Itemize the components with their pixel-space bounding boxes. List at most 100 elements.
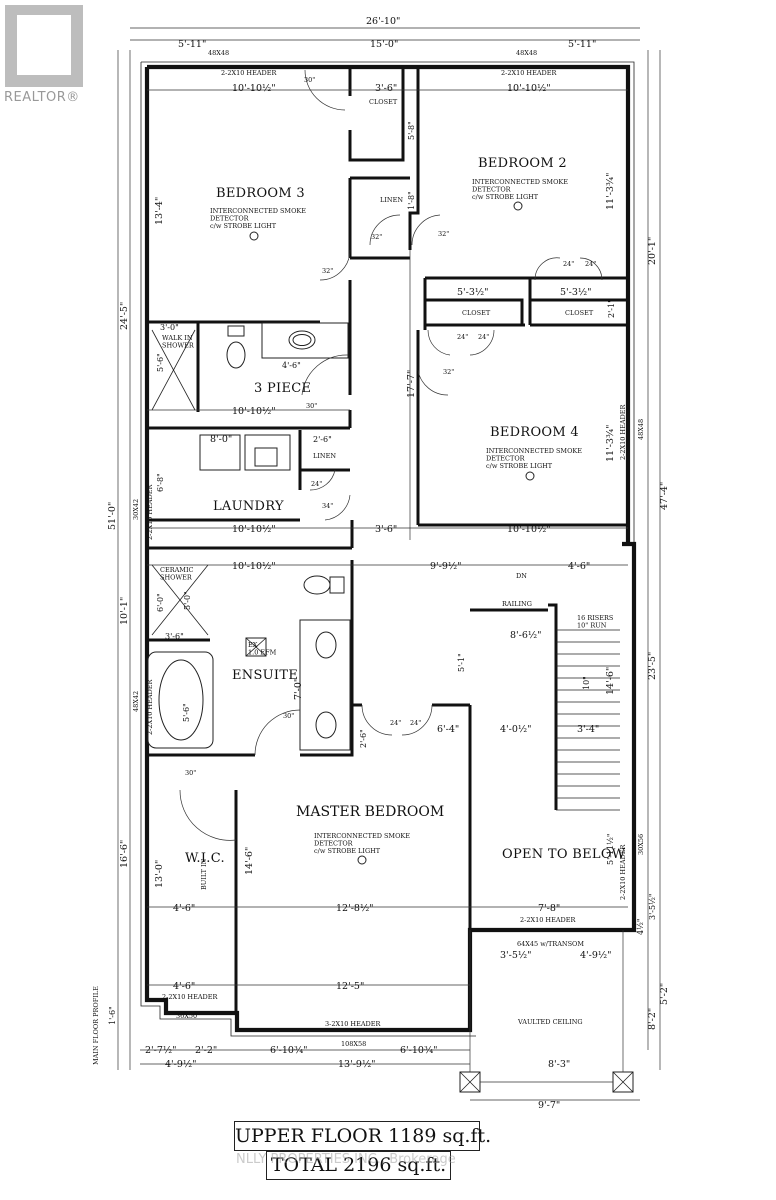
dim-master-w: 12'-8½" (336, 903, 374, 914)
window-30x56: 30X56 (637, 834, 645, 855)
dim-cs-w: 3'-6" (165, 632, 184, 641)
dim-wic-d: 13'-0" (154, 860, 165, 888)
railing-label: RAILING (502, 600, 532, 608)
door-34: 34" (322, 502, 333, 510)
window-48x48-r: 48X48 (637, 419, 645, 440)
door-32b: 32" (438, 230, 449, 238)
window-48x48-b: 48X48 (516, 49, 537, 57)
brokerage-watermark: NLLY PROPERTIES INC., Brokerage (236, 1152, 456, 1167)
room-3-piece: 3 PIECE (254, 381, 311, 396)
header-right-mid: 2-2X10 HEADER (619, 844, 627, 900)
dim-linen-w: 2'-6" (313, 435, 332, 444)
room-bedroom2: BEDROOM 2 (478, 156, 567, 171)
room-open-to-below: OPEN TO BELOW (502, 847, 626, 862)
dim-master-top: 6'-4" (437, 724, 459, 735)
door-24d: 24" (478, 333, 489, 341)
door-24a: 24" (563, 260, 574, 268)
fixtures (147, 201, 634, 1093)
dim-ens-h: 7'-0" (293, 678, 304, 700)
dim-bot-c: 6'-10¾" (270, 1045, 308, 1056)
dim-ob-r: 3'-5½" (648, 893, 657, 920)
dim-laundry-d: 6'-8" (156, 473, 165, 492)
dim-ensuite-w: 10'-10½" (232, 561, 276, 572)
dim-linen-depth: 1'-8" (407, 191, 416, 210)
room-wic: W.I.C. (185, 851, 225, 866)
header-top-right: 2-2X10 HEADER (501, 69, 557, 77)
door-24f: 24" (390, 719, 401, 727)
dim-right-low2: 8'-2" (647, 1008, 658, 1030)
dim-closet-b4a-w: 5'-3½" (457, 287, 489, 298)
interior-walls (147, 67, 628, 1013)
dim-wic-w2: 4'-6" (173, 981, 195, 992)
window-108x58: 108X58 (341, 1040, 366, 1048)
dim-shower-w: 3'-0" (160, 323, 179, 332)
dim-ob-w: 7'-8" (538, 903, 560, 914)
window-30x42: 30X42 (132, 499, 140, 520)
dim-overall-width: 26'-10" (366, 16, 400, 27)
closet-top-label: CLOSET (369, 98, 398, 106)
dim-master-left: 16'-6" (119, 840, 130, 868)
header-bottom-left: 2-2X10 HEADER (162, 993, 218, 1001)
door-32a: 32" (371, 233, 382, 241)
room-laundry: LAUNDRY (213, 499, 284, 514)
dim-b2-width: 10'-10½" (507, 83, 551, 94)
door-30b: 30" (306, 402, 317, 410)
dim-b3-width: 10'-10½" (232, 83, 276, 94)
built-in-label: BUILT IN (200, 858, 208, 890)
room-ensuite: ENSUITE (232, 668, 298, 683)
dim-porch-a: 3'-5½" (500, 950, 532, 961)
door-24g: 24" (410, 719, 421, 727)
room-master-bedroom: MASTER BEDROOM (296, 804, 444, 820)
room-bedroom3: BEDROOM 3 (216, 186, 305, 201)
dim-stair-rise: 10" (582, 676, 591, 690)
dim-top-right-seg: 5'-11" (568, 39, 596, 50)
door-24c: 24" (457, 333, 468, 341)
dim-b4-depth: 11'-3¾" (605, 424, 616, 462)
dim-overall-right: 47'-4" (659, 482, 670, 510)
dim-stair-land: 4'-6" (568, 561, 590, 572)
dim-hall-w: 3'-6" (375, 524, 397, 535)
main-floor-profile-label: MAIN FLOOR PROFILE (92, 986, 100, 1065)
dim-laundry-w1: 8'-0" (210, 434, 232, 445)
dim-hall2-w: 9'-9½" (430, 561, 462, 572)
dim-ens-d: 10'-1" (119, 597, 130, 625)
window-48x48-a: 48X48 (208, 49, 229, 57)
window-48x42: 48X42 (132, 691, 140, 712)
dim-left-upper: 24'-5" (119, 302, 130, 330)
dim-right-mid: 23'-5" (647, 652, 658, 680)
dim-stair-w: 4'-0½" (500, 724, 532, 735)
door-24b: 24" (585, 260, 596, 268)
total-area: TOTAL 2196 sq.ft. (266, 1151, 451, 1180)
dn-label: DN (516, 572, 527, 580)
header-top-left: 2-2X10 HEADER (221, 69, 277, 77)
dim-bath-w: 10'-10½" (232, 406, 276, 417)
header-open-below: 2-2X10 HEADER (520, 916, 576, 924)
window-transom: 64X45 w/TRANSOM (517, 940, 584, 948)
dim-vanity: 4'-6" (282, 361, 301, 370)
dim-bot-e: 4'-9½" (165, 1059, 197, 1070)
dim-rail-d: 5'-1" (457, 653, 466, 672)
header-laundry-side: 2-2X10 HEADER (146, 484, 154, 540)
window-36x50: 36X50 (176, 1012, 197, 1020)
window-labels: 48X48 48X48 108X58 36X50 30X42 48X42 48X… (132, 49, 645, 1048)
header-right-b4: 2-2X10 HEADER (619, 404, 627, 460)
dim-tub-d: 5'-6" (182, 703, 191, 722)
dim-b2-depth: 11'-3¾" (605, 172, 616, 210)
dim-ob-r2: 4½" (636, 918, 645, 935)
dim-bot-d: 6'-10¾" (400, 1045, 438, 1056)
dim-left-low: 1'-6" (108, 1006, 117, 1025)
door-32d: 32" (443, 368, 454, 376)
dim-rail-w: 8'-6½" (510, 630, 542, 641)
dim-shower-d: 5'-6" (156, 353, 165, 372)
closet-b4a-label: CLOSET (462, 309, 491, 317)
dim-stair-w2: 3'-4" (577, 724, 599, 735)
